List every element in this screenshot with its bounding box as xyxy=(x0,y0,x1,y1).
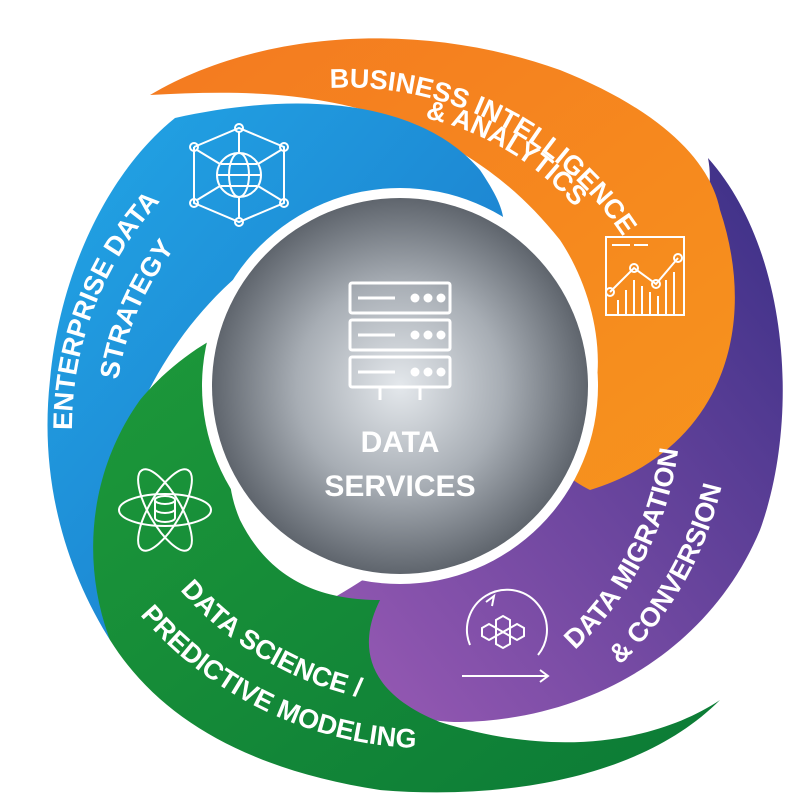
segment-business-intelligence xyxy=(150,38,735,491)
atom-database-icon xyxy=(118,468,212,552)
hexagon-cycle-icon xyxy=(462,588,550,683)
line-chart-icon xyxy=(605,236,685,316)
globe-network-icon xyxy=(189,123,289,227)
server-rack-icon xyxy=(348,281,452,400)
segment-data-science xyxy=(93,300,720,793)
center-label-line1: DATA xyxy=(361,426,440,459)
segment-enterprise-data-strategy xyxy=(47,103,504,641)
center-label-line2: SERVICES xyxy=(324,470,475,503)
